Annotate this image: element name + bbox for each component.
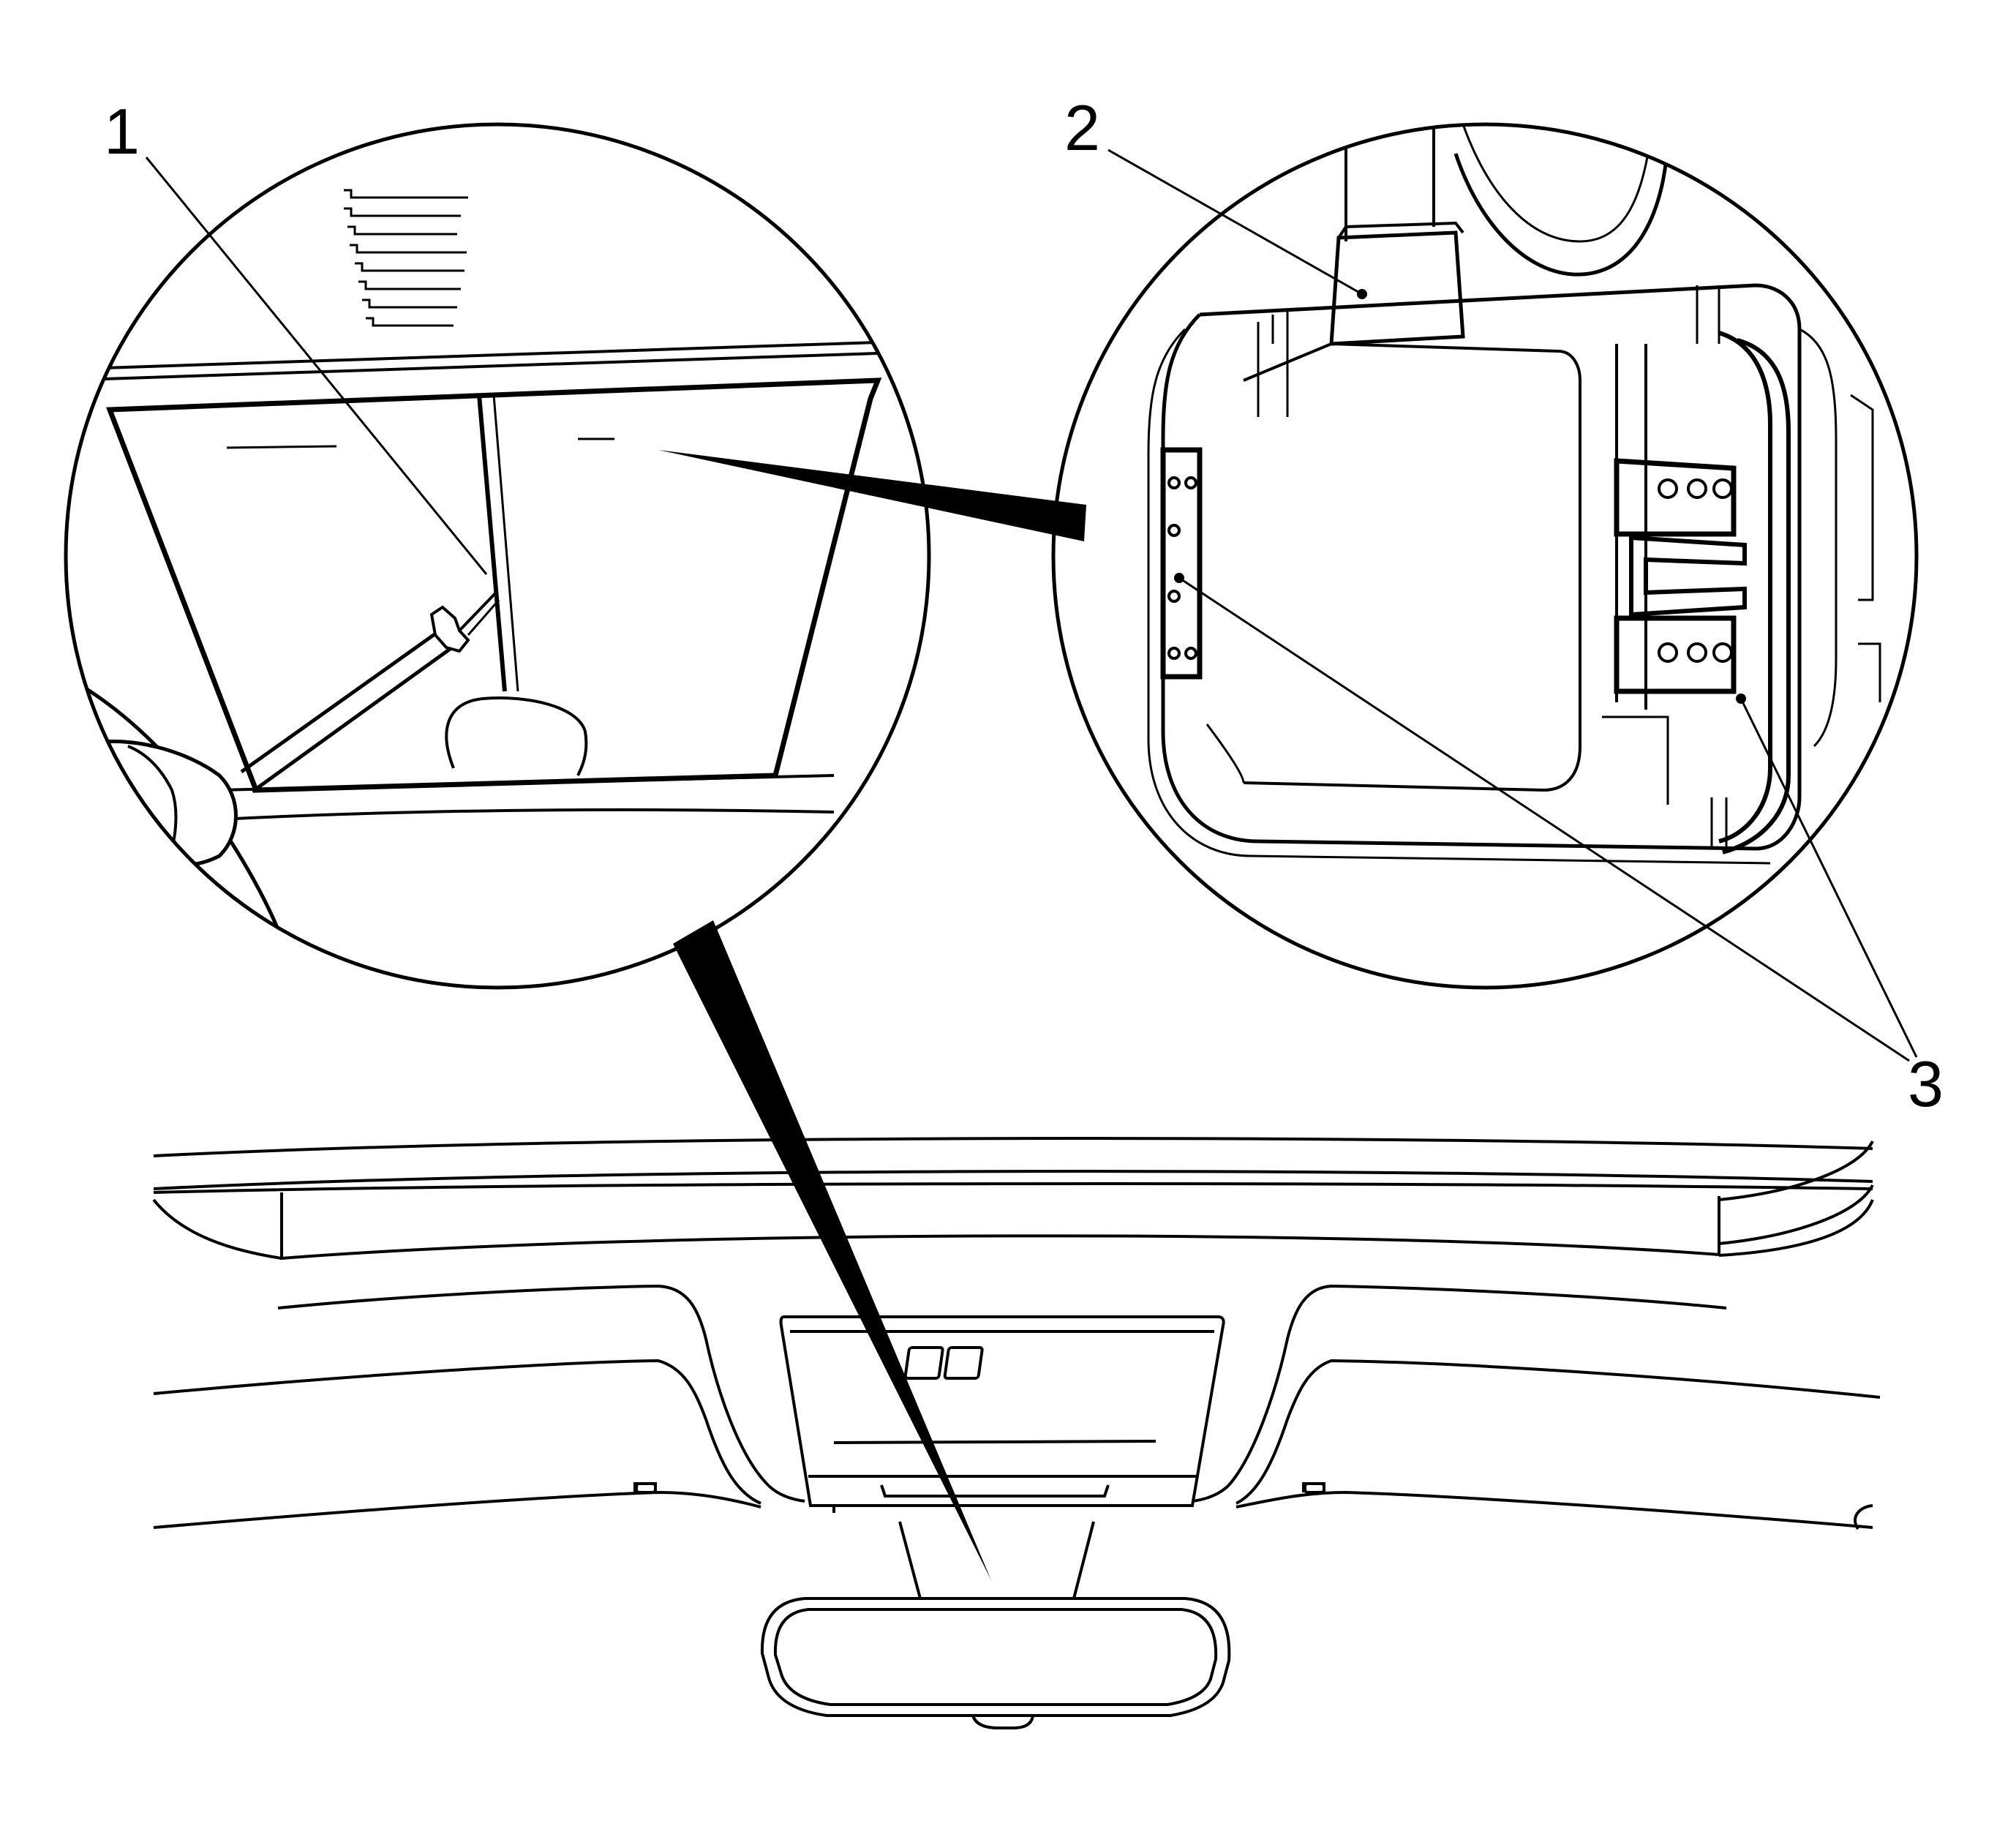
pointer-wedge-left-down <box>673 920 991 1580</box>
mirror-stem-right <box>1072 1521 1095 1599</box>
header-panel-top <box>153 1182 1873 1194</box>
leader-dots <box>1174 289 1746 704</box>
visor-slot <box>477 394 507 692</box>
headliner-trim-left-2 <box>153 1359 761 1505</box>
callout-label-2: 2 <box>1064 91 1100 164</box>
leader-2 <box>1107 149 1363 296</box>
headliner-trim-left <box>277 1284 805 1503</box>
leader-lines <box>145 149 1918 1062</box>
overhead-console <box>779 1315 1225 1507</box>
detail-circle-left <box>64 122 931 990</box>
screwdriver <box>66 590 500 930</box>
rearview-mirror <box>760 1597 1231 1717</box>
module-body <box>1243 342 1581 792</box>
connector-block <box>1329 230 1465 346</box>
headliner-edge-left <box>153 1490 761 1529</box>
headliner-left-corner <box>152 1198 282 1260</box>
rearview-mirror-inner <box>773 1608 1218 1706</box>
windshield-edge-lower <box>153 1170 1873 1190</box>
console-button-right <box>943 1346 984 1380</box>
callout-label-3: 3 <box>1908 1048 1944 1120</box>
headliner-edge-right <box>1235 1490 1873 1529</box>
headliner-right-flare <box>1718 1141 1874 1201</box>
headliner-right-corner <box>1718 1199 1874 1257</box>
console-lens-edge <box>833 1440 1156 1444</box>
detail-view-right <box>1051 122 1919 990</box>
headliner-trim-right <box>1192 1284 1727 1503</box>
mirror-tab <box>971 1715 1034 1729</box>
detail-circle-right <box>1051 122 1919 990</box>
pointer-wedge-center <box>658 450 1086 541</box>
leader-1 <box>145 157 488 575</box>
headliner-scene <box>152 1137 1881 1729</box>
leader-3a <box>1178 576 1910 1062</box>
headliner-right-end <box>1854 1504 1873 1530</box>
module-right-clip <box>1615 344 1647 710</box>
callout-label-1: 1 <box>104 95 140 168</box>
sunvisor-frame <box>105 377 882 793</box>
windshield-edge-upper <box>153 1137 1873 1157</box>
headliner-trim-right-2 <box>1235 1359 1881 1505</box>
console-button-left <box>903 1346 944 1380</box>
header-panel-bottom <box>281 1234 1720 1260</box>
leader-3b <box>1739 698 1918 1058</box>
mirror-stem-left <box>898 1521 922 1599</box>
warning-label-pattern <box>344 189 468 327</box>
module-left-clip <box>1160 447 1203 680</box>
detail-view-left <box>64 122 931 990</box>
headliner-right-flare-2 <box>1718 1184 1874 1245</box>
